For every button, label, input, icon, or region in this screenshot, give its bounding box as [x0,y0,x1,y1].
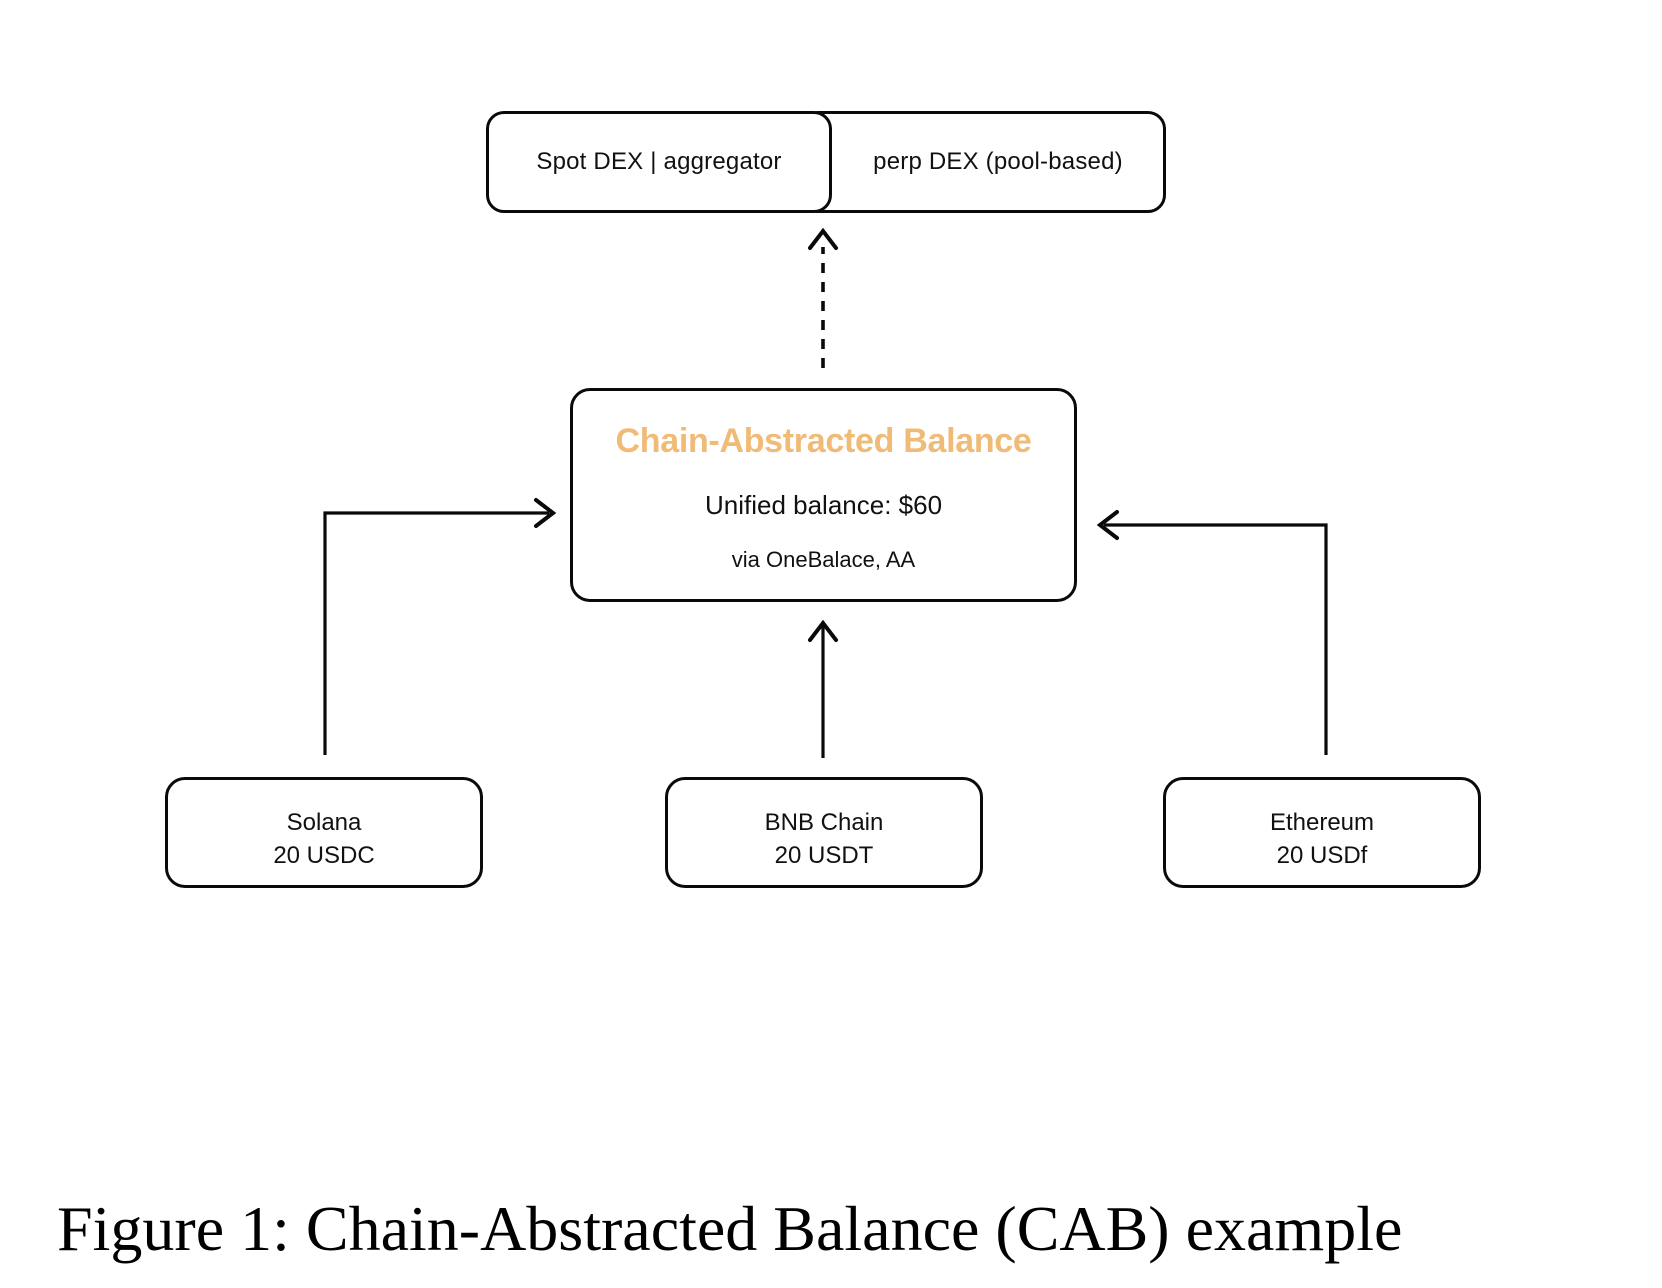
figure-caption: Figure 1: Chain-Abstracted Balance (CAB)… [57,1193,1403,1264]
spot-dex-label: Spot DEX | aggregator [536,148,782,175]
solana-amount: 20 USDC [273,841,375,869]
arrow-up-head-icon [808,227,838,250]
solana-box: Solana 20 USDC [165,777,483,888]
solana-name: Solana [286,808,362,836]
perp-dex-box: perp DEX (pool-based) [800,111,1166,213]
ethereum-amount: 20 USDf [1276,841,1368,869]
cab-unified-balance: Unified balance: $60 [704,490,943,520]
ethereum-name: Ethereum [1269,808,1375,836]
spot-dex-box: Spot DEX | aggregator [486,111,832,213]
arrow-up-head-icon [808,619,838,642]
cab-via-note: via OneBalace, AA [731,547,916,572]
bnb-chain-amount: 20 USDT [774,841,874,869]
arrow-bnb-to-cab [808,619,838,758]
arrow-right-head-icon [534,498,557,528]
arrow-solana-to-cab-line [323,511,549,755]
cab-title: Chain-Abstracted Balance [615,422,1032,460]
arrow-ethereum-to-cab [1096,510,1328,755]
perp-dex-label: perp DEX (pool-based) [873,148,1123,175]
ethereum-box: Ethereum 20 USDf [1163,777,1481,888]
bnb-chain-box: BNB Chain 20 USDT [665,777,983,888]
arrow-cab-to-dex [808,227,838,368]
arrow-left-head-icon [1096,510,1119,540]
chain-abstracted-balance-box: Chain-Abstracted Balance Unified balance… [570,388,1077,602]
arrow-solana-to-cab [323,498,557,755]
arrow-ethereum-to-cab-line [1104,523,1328,755]
bnb-chain-name: BNB Chain [764,808,884,836]
